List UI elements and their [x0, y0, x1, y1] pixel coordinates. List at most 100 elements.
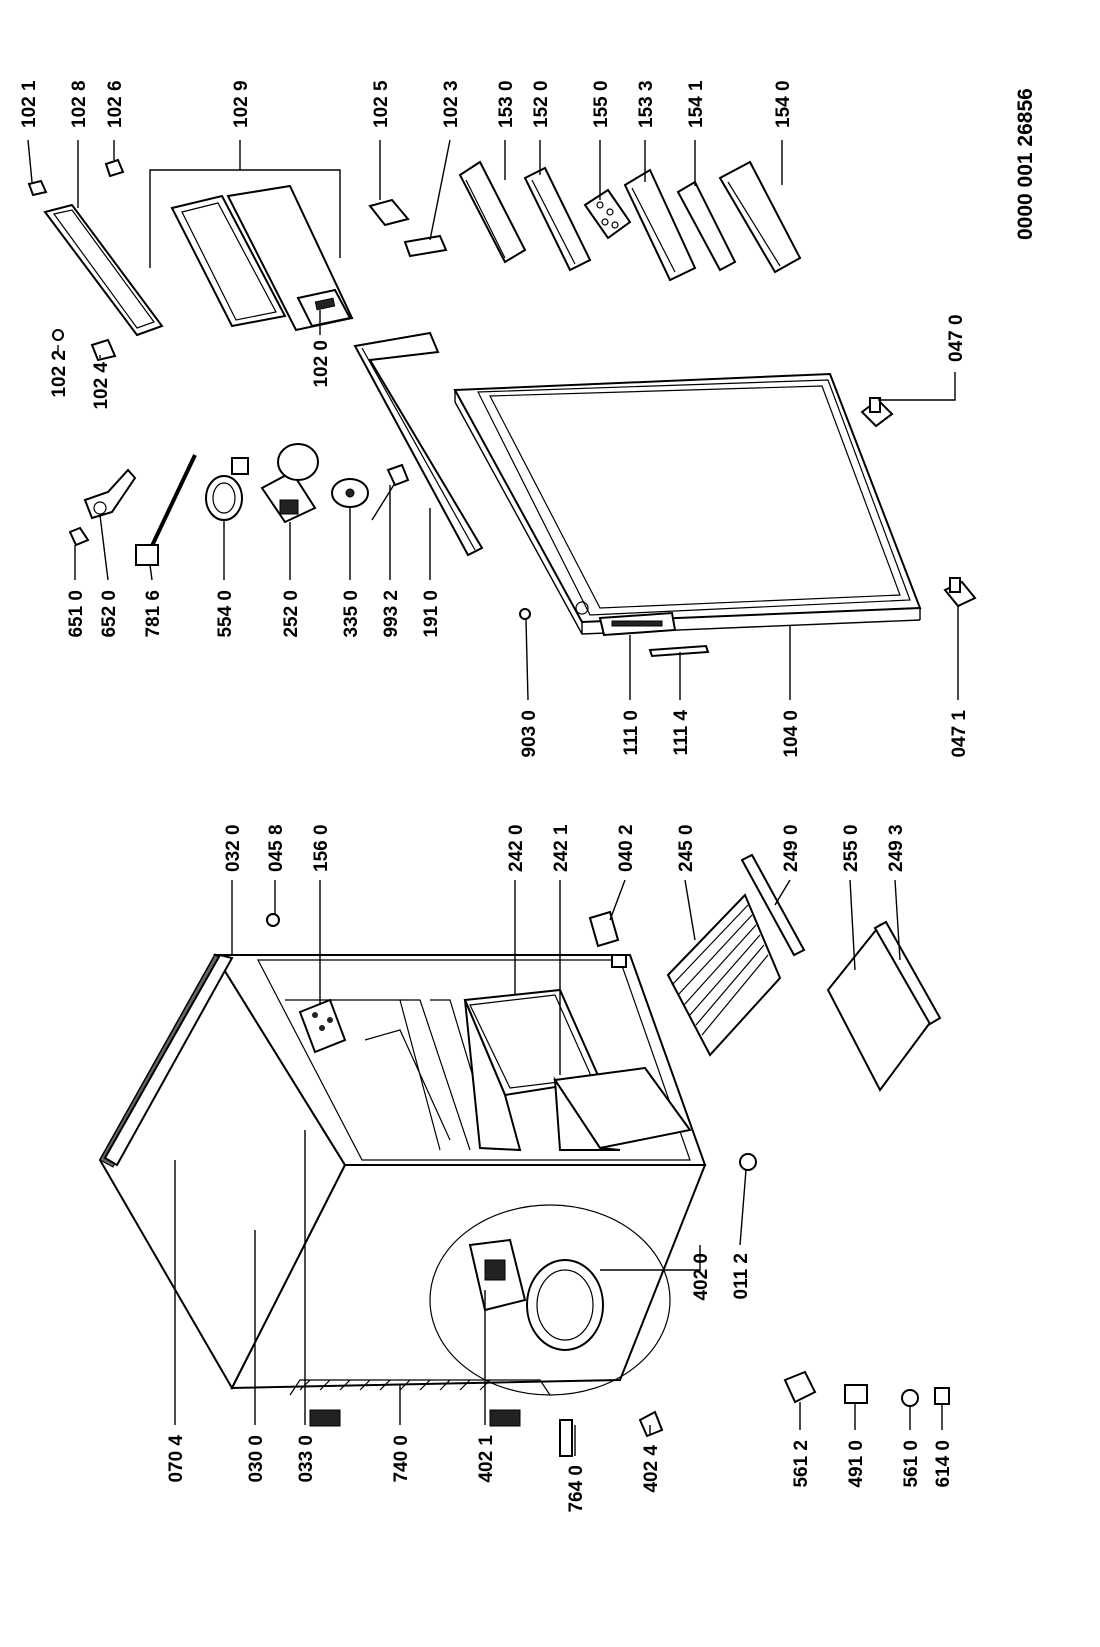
label-191-0: 191 0 [421, 590, 442, 638]
label-104-0: 104 0 [781, 710, 802, 758]
part-561-0 [901, 1389, 919, 1407]
part-102-6 [104, 158, 125, 178]
label-652-0: 652 0 [99, 590, 120, 638]
label-045-8: 045 8 [266, 824, 287, 872]
label-993-2: 993 2 [381, 590, 402, 638]
part-153-0-door-shelf [458, 160, 527, 264]
part-651-0 [68, 526, 90, 547]
label-402-1: 402 1 [476, 1435, 497, 1483]
part-070-4-top-grille [99, 953, 234, 1168]
part-335-0-fan [331, 478, 369, 508]
label-561-0: 561 0 [901, 1440, 922, 1488]
part-249-3-shelf-trim [873, 920, 942, 1026]
label-111-0: 111 0 [621, 710, 642, 755]
part-111-4 [648, 644, 710, 658]
label-033-0: 033 0 [296, 1435, 317, 1483]
part-993-2-probe [371, 463, 410, 521]
part-102-2 [52, 329, 64, 341]
part-111-0-handle [598, 611, 677, 637]
part-764-0-filter [559, 1419, 573, 1457]
part-104-0-fridge-door [453, 372, 922, 635]
part-045-8-screw [266, 913, 280, 927]
label-249-3: 249 3 [886, 824, 907, 872]
label-102-8: 102 8 [69, 80, 90, 128]
label-154-0: 154 0 [773, 80, 794, 128]
label-781-6: 781 6 [143, 590, 164, 638]
label-903-0: 903 0 [519, 710, 540, 758]
part-102-1 [27, 179, 48, 197]
label-111-4: 111 4 [671, 710, 692, 756]
label-242-0: 242 0 [506, 824, 527, 872]
part-491-0 [844, 1384, 868, 1404]
part-154-1 [676, 180, 737, 272]
label-242-1: 242 1 [551, 824, 572, 872]
label-102-1: 102 1 [19, 80, 40, 128]
part-554-0-lamp-holder [205, 457, 249, 521]
label-402-4: 402 4 [641, 1445, 662, 1493]
label-335-0: 335 0 [341, 590, 362, 638]
label-102-0: 102 0 [311, 340, 332, 388]
label-651-0: 651 0 [66, 590, 87, 638]
part-614-0 [934, 1387, 950, 1405]
label-047-0: 047 0 [946, 314, 967, 362]
label-047-1: 047 1 [949, 710, 970, 758]
part-102-9-freezer-box [170, 184, 354, 332]
part-402-4 [638, 1410, 664, 1438]
part-242-0-crisper [463, 988, 602, 1152]
label-561-2: 561 2 [791, 1440, 812, 1488]
label-153-3: 153 3 [636, 80, 657, 128]
part-191-0-door-gasket [353, 331, 484, 557]
part-781-6-sensor-rod [135, 454, 197, 566]
label-102-6: 102 6 [105, 80, 126, 128]
part-154-0-door-shelf [718, 160, 802, 274]
label-614-0: 614 0 [933, 1440, 954, 1488]
part-652-0-thermostat [83, 468, 137, 520]
part-903-0 [519, 608, 531, 620]
label-249-0: 249 0 [781, 824, 802, 872]
label-402-0: 402 0 [691, 1253, 712, 1301]
label-011-2: 011 2 [731, 1253, 752, 1300]
part-153-3-door-shelf [623, 168, 697, 282]
part-242-1-crisper [553, 1066, 692, 1151]
label-102-3: 102 3 [441, 80, 462, 128]
label-255-0: 255 0 [841, 824, 862, 872]
label-252-0: 252 0 [281, 590, 302, 638]
label-070-4: 070 4 [166, 1435, 187, 1483]
leader-lines [27, 139, 959, 1456]
part-249-0-shelf-trim [740, 853, 806, 957]
part-102-4 [90, 338, 117, 362]
label-764-0: 764 0 [566, 1465, 587, 1513]
label-153-0: 153 0 [496, 80, 517, 128]
part-047-1-hinge [943, 577, 977, 608]
label-102-5: 102 5 [371, 80, 392, 128]
label-152-0: 152 0 [531, 80, 552, 128]
part-561-2 [783, 1370, 817, 1404]
label-740-0: 740 0 [391, 1435, 412, 1483]
label-030-0: 030 0 [246, 1435, 267, 1483]
label-156-0: 156 0 [311, 824, 332, 872]
part-040-2-hinge-bracket [588, 910, 627, 968]
part-245-0-wire-shelf [666, 893, 782, 1057]
part-252-0-fan-housing [260, 443, 319, 524]
label-155-0: 155 0 [591, 80, 612, 128]
part-155-0-egg-tray [583, 188, 632, 240]
drawing-code: 0000 001 26856 [1014, 88, 1037, 240]
label-102-9: 102 9 [231, 80, 252, 128]
part-740-0-condenser [289, 1379, 551, 1427]
part-255-0-glass-shelf [826, 923, 934, 1092]
label-154-1: 154 1 [686, 80, 707, 128]
label-554-0: 554 0 [215, 590, 236, 638]
label-245-0: 245 0 [676, 824, 697, 872]
label-040-2: 040 2 [616, 824, 637, 872]
label-102-4: 102 4 [91, 362, 112, 410]
part-drawings [27, 158, 977, 1457]
part-102-8-freezer-door [43, 203, 164, 337]
part-labels: 102 1 102 8 102 6 102 9 102 5 102 3 153 … [19, 80, 1037, 1513]
part-102-3 [403, 234, 448, 258]
label-102-2: 102 2 [49, 350, 70, 398]
label-032-0: 032 0 [223, 824, 244, 872]
part-047-0-hinge [860, 397, 894, 428]
part-152-0-door-shelf [523, 166, 592, 272]
part-102-5 [368, 198, 410, 227]
